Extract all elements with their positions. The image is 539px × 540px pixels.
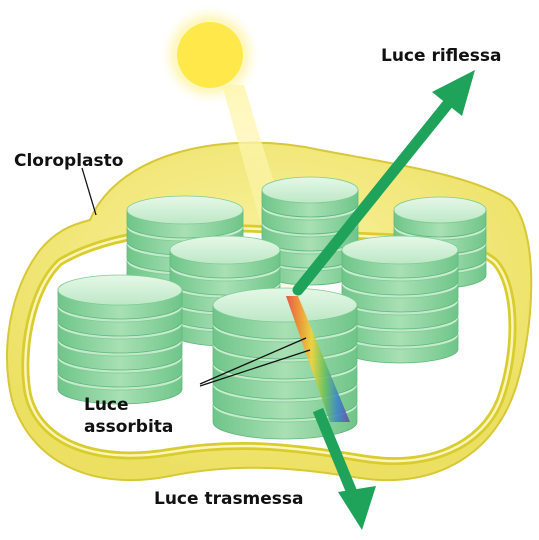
label-transmitted-light: Luce trasmessa — [154, 489, 304, 509]
sun-icon — [177, 22, 243, 88]
thylakoid-disc — [58, 275, 182, 319]
granum-stack — [342, 236, 458, 363]
thylakoid-disc — [394, 197, 486, 237]
label-chloroplast: Cloroplasto — [14, 151, 123, 171]
label-absorbed-light-line2: assorbita — [84, 417, 173, 437]
thylakoid-disc — [262, 177, 358, 217]
chloroplast-leader-line — [82, 168, 96, 215]
thylakoid-disc — [127, 196, 243, 238]
granum-stack — [58, 275, 182, 404]
thylakoid-disc — [342, 236, 458, 278]
thylakoid-disc — [213, 288, 357, 339]
label-reflected-light: Luce riflessa — [381, 46, 502, 66]
thylakoid-disc — [170, 236, 280, 278]
label-absorbed-light-line1: Luce — [84, 395, 129, 415]
